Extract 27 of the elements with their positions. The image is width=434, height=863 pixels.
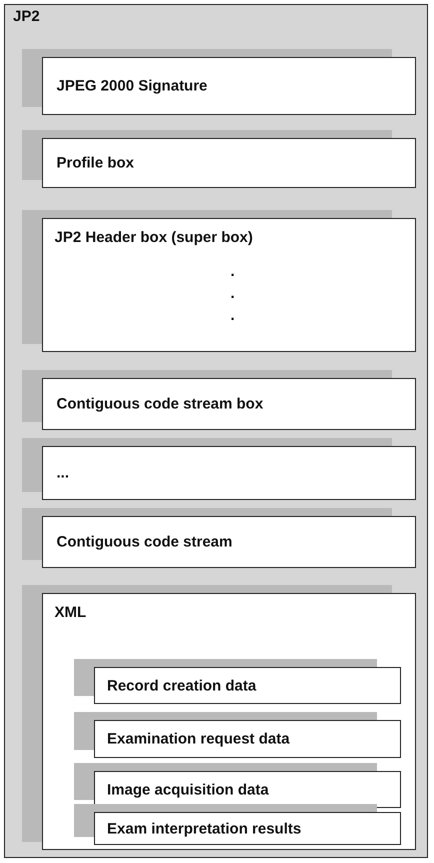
box-title: Image acquisition data [107, 781, 269, 798]
box [94, 720, 401, 758]
box [94, 812, 401, 845]
box-title: Record creation data [107, 677, 256, 694]
box [42, 56, 416, 114]
box-title: ... [56, 464, 70, 481]
box-title: XML [54, 604, 86, 620]
box [94, 771, 401, 808]
box-title: JP2 Header box (super box) [54, 228, 253, 246]
ellipsis-dot: . [230, 262, 235, 280]
box-title: Contiguous code stream box [56, 395, 264, 412]
ellipsis-dot: . [230, 284, 235, 302]
box [42, 446, 416, 500]
box [42, 138, 416, 188]
box [42, 516, 416, 568]
box-title: Contiguous code stream [56, 533, 232, 550]
box [94, 667, 401, 704]
box-title: Exam interpretation results [107, 820, 302, 837]
box-title: Examination request data [107, 730, 290, 748]
box-title: Profile box [56, 154, 134, 171]
box-title: JPEG 2000 Signature [56, 77, 208, 94]
ellipsis-dot: . [230, 306, 235, 324]
super-box [42, 218, 416, 352]
container-box [4, 4, 428, 858]
box [42, 378, 416, 430]
box-title: JP2 [13, 8, 40, 25]
super-box [42, 592, 416, 850]
